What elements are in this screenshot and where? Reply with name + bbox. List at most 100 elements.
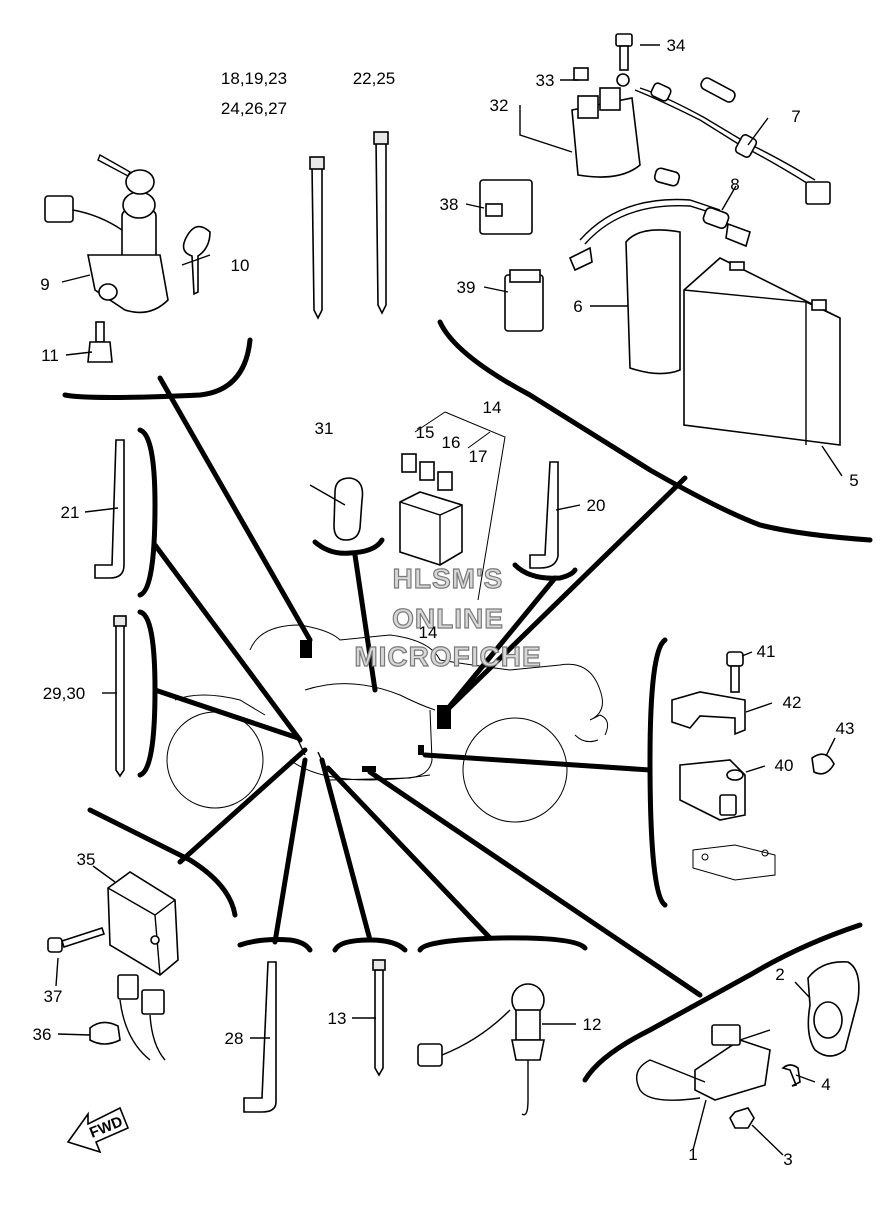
callout-16: 16 bbox=[442, 433, 461, 452]
callout-28: 28 bbox=[225, 1029, 244, 1048]
motorcycle-outline bbox=[166, 624, 609, 823]
bike-battery-marker bbox=[437, 705, 451, 729]
callout-34: 34 bbox=[667, 36, 686, 55]
band-29 bbox=[115, 624, 125, 778]
cable-tie-18 bbox=[311, 164, 323, 320]
callout-43: 43 bbox=[836, 719, 855, 738]
band-13 bbox=[374, 969, 384, 1077]
clip-31 bbox=[309, 477, 364, 541]
callout-13: 13 bbox=[328, 1009, 347, 1028]
bracket-sensor bbox=[647, 637, 668, 908]
leader-band-13 bbox=[319, 757, 373, 943]
fuse-box bbox=[399, 491, 463, 566]
sensor-group bbox=[671, 651, 835, 881]
cable-tie-18-head bbox=[309, 156, 325, 170]
band-20 bbox=[529, 461, 559, 569]
sensor-clamp bbox=[811, 753, 835, 775]
callout-8: 8 bbox=[730, 175, 739, 194]
leader-main-switch bbox=[157, 375, 313, 643]
leader-battery bbox=[442, 475, 688, 715]
callout-37: 37 bbox=[44, 987, 63, 1006]
callout-39: 39 bbox=[457, 278, 476, 297]
relay-bolt-head bbox=[615, 33, 633, 47]
callout-14-top: 14 bbox=[483, 398, 502, 417]
callout-9: 9 bbox=[40, 275, 49, 294]
wire-clip bbox=[333, 477, 364, 541]
leader-lines bbox=[152, 375, 703, 998]
fuse-17 bbox=[437, 471, 453, 491]
callout-3: 3 bbox=[783, 1150, 792, 1169]
leader-band-21 bbox=[152, 542, 303, 743]
cdi-band bbox=[89, 1021, 121, 1045]
callout-20: 20 bbox=[587, 496, 606, 515]
callout-22-25: 22,25 bbox=[353, 69, 396, 88]
leader-band-29 bbox=[152, 687, 301, 741]
cable-tie-22 bbox=[375, 139, 387, 315]
battery-group bbox=[479, 33, 841, 446]
band-28 bbox=[243, 961, 277, 1113]
negative-lead bbox=[579, 198, 721, 241]
fwd-arrow-icon bbox=[66, 1106, 130, 1154]
callout-6: 6 bbox=[573, 297, 582, 316]
watermark-line-2: ONLINE bbox=[392, 603, 504, 634]
cdi-unit bbox=[107, 871, 179, 976]
callout-18-19-23: 18,19,23 bbox=[221, 69, 287, 88]
callout-2: 2 bbox=[775, 965, 784, 984]
cable-ties-top bbox=[309, 131, 389, 320]
callout-36: 36 bbox=[33, 1025, 52, 1044]
callout-41: 41 bbox=[757, 642, 776, 661]
relay-bolt-washer bbox=[616, 73, 630, 87]
main-switch-key-head bbox=[125, 169, 155, 195]
fuse-15 bbox=[401, 453, 417, 473]
bracket-cdi bbox=[87, 807, 238, 918]
bracket-main-switch bbox=[62, 337, 253, 400]
battery-cover bbox=[625, 229, 681, 375]
callout-38: 38 bbox=[440, 195, 459, 214]
callout-35: 35 bbox=[77, 850, 96, 869]
callout-24-26-27: 24,26,27 bbox=[221, 99, 287, 118]
bracket-band-21 bbox=[137, 427, 158, 598]
cdi-bolt-head bbox=[47, 937, 63, 953]
callout-15: 15 bbox=[416, 423, 435, 442]
battery-lead-connector bbox=[805, 181, 831, 205]
leader-neutral-switch bbox=[325, 765, 493, 941]
callout-21: 21 bbox=[61, 503, 80, 522]
relay-fuse bbox=[573, 67, 589, 81]
leader-band-20 bbox=[442, 575, 558, 715]
fuse-group bbox=[399, 411, 506, 601]
callout-7: 7 bbox=[791, 107, 800, 126]
main-switch-bracket bbox=[87, 254, 169, 314]
callout-labels: 1 2 3 4 5 6 7 8 9 10 11 12 13 14 14 15 1… bbox=[33, 36, 859, 1169]
callout-1: 1 bbox=[688, 1145, 697, 1164]
band-21 bbox=[94, 439, 125, 579]
switch-screw bbox=[781, 1064, 801, 1087]
callout-40: 40 bbox=[775, 756, 794, 775]
callout-12: 12 bbox=[583, 1015, 602, 1034]
callout-31: 31 bbox=[315, 419, 334, 438]
cdi-connector-a bbox=[117, 974, 139, 1000]
leader-band-28 bbox=[272, 757, 308, 945]
leader-cdi bbox=[177, 747, 308, 865]
relay-39 bbox=[504, 274, 544, 332]
leader-starter-switch bbox=[367, 769, 703, 998]
main-switch-bolt-shank bbox=[95, 321, 105, 343]
callout-17: 17 bbox=[469, 447, 488, 466]
callout-4: 4 bbox=[821, 1075, 830, 1094]
main-switch-connector bbox=[44, 195, 74, 223]
leader-sensor bbox=[422, 752, 653, 773]
main-switch-assembly bbox=[44, 153, 211, 363]
bands bbox=[94, 439, 559, 1113]
bracket-battery bbox=[437, 319, 873, 543]
bracket-band-29 bbox=[137, 609, 158, 778]
callout-11: 11 bbox=[41, 346, 59, 365]
bike-switch-marker bbox=[362, 766, 376, 772]
cdi-group bbox=[47, 871, 179, 1061]
callout-42: 42 bbox=[783, 693, 802, 712]
sensor-cover bbox=[671, 691, 746, 736]
bracket-neutral-switch bbox=[417, 935, 588, 953]
bracket-band-20 bbox=[512, 562, 578, 581]
bike-main-switch-marker bbox=[300, 640, 312, 658]
bracket-clip-31 bbox=[312, 537, 385, 556]
callout-33: 33 bbox=[536, 71, 555, 90]
